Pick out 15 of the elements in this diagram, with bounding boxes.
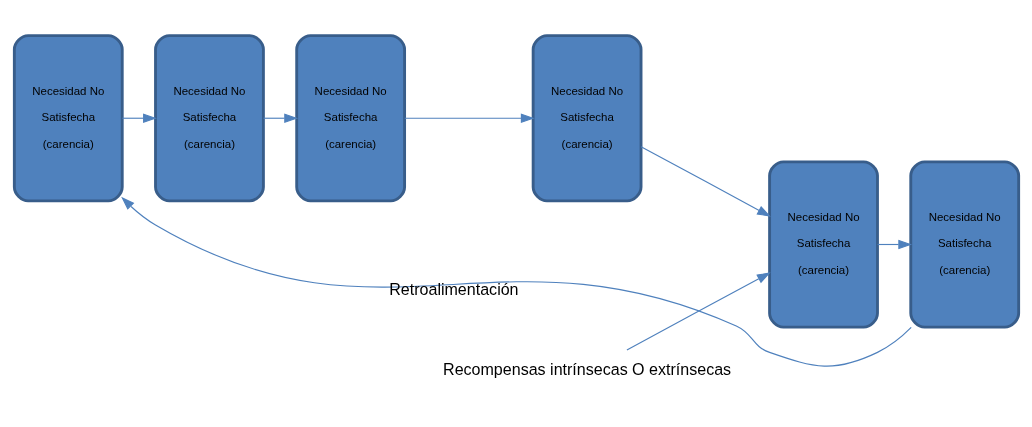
arrow xyxy=(625,272,771,351)
edge-label: Retroalimentación xyxy=(388,279,519,298)
arrow xyxy=(403,113,535,124)
arrow xyxy=(262,113,298,124)
node-box: Necesidad No Satisfecha (carencia) xyxy=(153,34,265,203)
node-box: Necesidad No Satisfecha (carencia) xyxy=(531,34,642,203)
node-box: Necesidad No Satisfecha (carencia) xyxy=(767,160,879,329)
arrow xyxy=(120,196,912,367)
arrow xyxy=(640,146,771,217)
node-box: Necesidad No Satisfecha (carencia) xyxy=(12,34,124,203)
arrow xyxy=(121,113,157,124)
node-box: Necesidad No Satisfecha (carencia) xyxy=(294,34,406,203)
node-text: Recompensas intrínsecas O extrínsecas xyxy=(442,360,731,378)
node-box: Necesidad No Satisfecha (carencia) xyxy=(908,160,1020,329)
arrow xyxy=(876,239,912,250)
